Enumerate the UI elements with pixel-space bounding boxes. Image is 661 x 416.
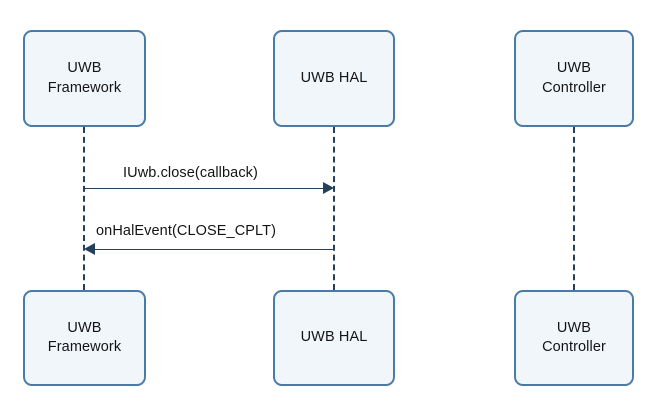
participant-label-uwb-controller-bottom: UWB Controller (542, 319, 606, 355)
participant-label-uwb-framework-top: UWB Framework (47, 60, 122, 96)
participant-box-uwb-framework-bottom[interactable]: UWB Framework (23, 290, 146, 386)
lifeline-uwb-framework (83, 127, 85, 290)
participant-label-uwb-framework-bottom: UWB Framework (47, 319, 122, 355)
message-label-iuwb-close: IUwb.close(callback) (123, 165, 258, 181)
participant-label-uwb-controller-top: UWB Controller (542, 60, 606, 96)
participant-label-uwb-hal-top: UWB HAL (300, 69, 368, 86)
participant-box-uwb-controller-bottom[interactable]: UWB Controller (514, 290, 634, 386)
participant-label-uwb-hal-bottom: UWB HAL (300, 329, 368, 346)
message-label-onhalevent-close-cplt: onHalEvent(CLOSE_CPLT) (96, 223, 277, 239)
message-arrowhead-iuwb-close (323, 182, 334, 194)
message-line-onhalevent-close-cplt (95, 249, 334, 250)
lifeline-uwb-hal (333, 127, 335, 290)
message-arrowhead-onhalevent-close-cplt (84, 243, 95, 255)
message-line-iuwb-close (84, 188, 324, 189)
participant-box-uwb-framework-top[interactable]: UWB Framework (23, 30, 146, 127)
participant-box-uwb-controller-top[interactable]: UWB Controller (514, 30, 634, 127)
participant-box-uwb-hal-bottom[interactable]: UWB HAL (273, 290, 395, 386)
lifeline-uwb-controller (573, 127, 575, 290)
participant-box-uwb-hal-top[interactable]: UWB HAL (273, 30, 395, 127)
